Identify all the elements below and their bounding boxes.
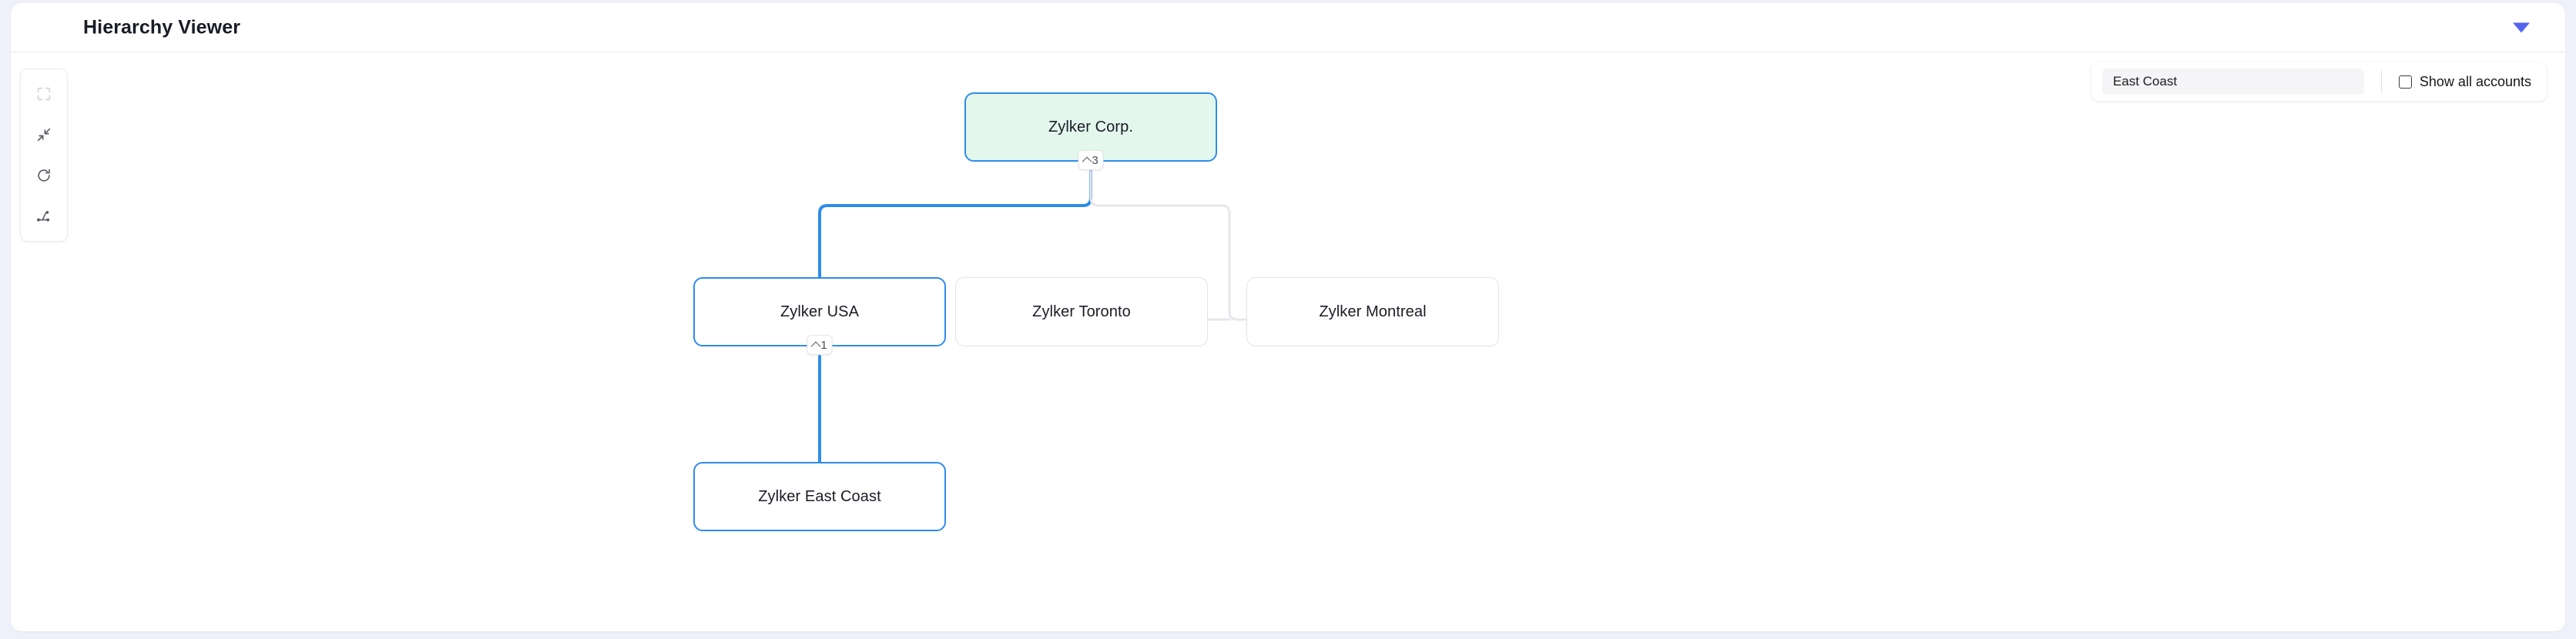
checkbox-icon[interactable] (2398, 75, 2412, 89)
tree-node-east[interactable]: Zylker East Coast (693, 462, 946, 531)
show-all-accounts-toggle[interactable]: Show all accounts (2398, 73, 2531, 90)
collapse-badge-root[interactable]: 3 (1078, 150, 1104, 170)
tree-node-label: Zylker East Coast (758, 487, 881, 505)
chevron-up-icon (810, 341, 821, 351)
collapse-badge-count: 1 (820, 338, 827, 352)
tree-node-label: Zylker Toronto (1032, 303, 1131, 320)
show-all-accounts-label: Show all accounts (2419, 73, 2531, 89)
tree-node-montreal[interactable]: Zylker Montreal (1246, 277, 1499, 346)
refresh-icon[interactable] (29, 160, 59, 191)
collapse-badge-count: 3 (1092, 153, 1098, 167)
canvas-toolbar (20, 69, 68, 242)
hierarchy-canvas[interactable]: Show all accounts Zylker Corp. 3 Zylker … (11, 53, 2565, 631)
collapse-icon[interactable] (29, 119, 59, 150)
card-header: Hierarchy Viewer (11, 3, 2565, 52)
fullscreen-icon[interactable] (29, 79, 59, 109)
page-title: Hierarchy Viewer (83, 16, 241, 38)
search-input[interactable] (2101, 69, 2364, 95)
tree-node-toronto[interactable]: Zylker Toronto (955, 277, 1208, 346)
control-divider (2380, 70, 2382, 93)
hierarchy-viewer-card: Hierarchy Viewer (11, 3, 2565, 631)
tree-node-root[interactable]: Zylker Corp. 3 (964, 92, 1217, 170)
tree-node-usa[interactable]: Zylker USA 1 (693, 277, 946, 355)
tree-node-label: Zylker Montreal (1319, 303, 1427, 320)
chevron-down-icon[interactable] (2513, 22, 2530, 32)
collapse-badge-usa[interactable]: 1 (807, 335, 833, 355)
tree-node-label: Zylker Corp. (1048, 118, 1134, 135)
hierarchy-icon[interactable] (29, 201, 59, 232)
canvas-controls: Show all accounts (2091, 62, 2547, 101)
tree-node-label: Zylker USA (780, 303, 860, 320)
chevron-up-icon (1082, 156, 1092, 166)
